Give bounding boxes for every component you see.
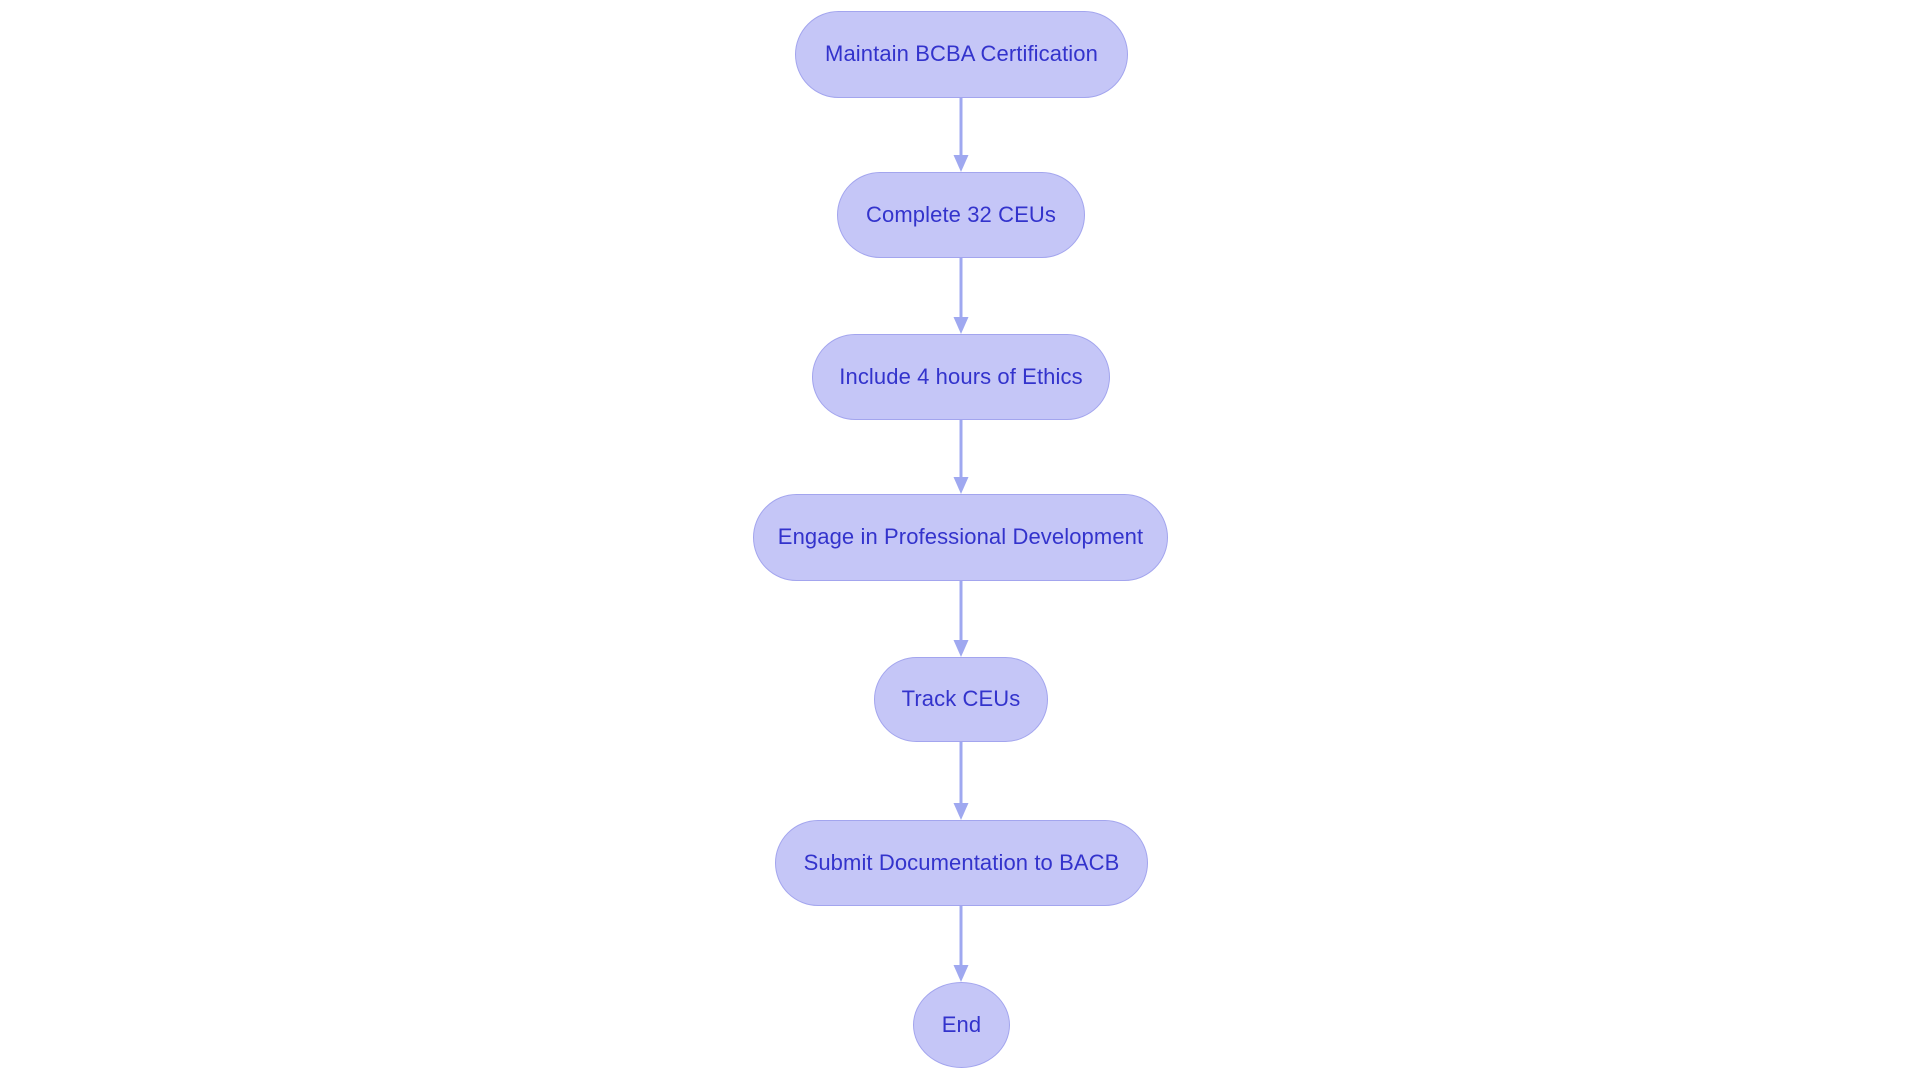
flow-node-label: Submit Documentation to BACB: [803, 849, 1120, 875]
connector-arrowhead-icon: [953, 317, 969, 334]
flow-node-label: Engage in Professional Development: [777, 524, 1144, 549]
flow-node-label: Track CEUs: [901, 686, 1021, 711]
flow-node-engage-in-professional-development[interactable]: Engage in Professional Development: [753, 494, 1168, 581]
connector-line: [959, 98, 963, 157]
flow-node-label: Complete 32 CEUs: [866, 201, 1056, 227]
flow-connector: [953, 258, 969, 334]
connector-arrowhead-icon: [953, 640, 969, 657]
flow-node-maintain-bcba-certification[interactable]: Maintain BCBA Certification: [795, 11, 1128, 98]
flow-node-include-4-hours-of-ethics[interactable]: Include 4 hours of Ethics: [812, 334, 1110, 420]
connector-line: [959, 906, 963, 967]
flow-node-complete-32-ceus[interactable]: Complete 32 CEUs: [837, 172, 1085, 258]
connector-arrowhead-icon: [953, 477, 969, 494]
flow-connector: [953, 420, 969, 494]
connector-arrowhead-icon: [953, 155, 969, 172]
flow-connector: [953, 742, 969, 820]
flow-node-label: Include 4 hours of Ethics: [839, 363, 1083, 389]
flow-node-label: End: [941, 1011, 982, 1037]
connector-line: [959, 258, 963, 319]
flow-connector: [953, 98, 969, 172]
flow-node-submit-documentation-to-bacb[interactable]: Submit Documentation to BACB: [775, 820, 1148, 906]
flow-connector: [953, 581, 969, 657]
connector-line: [959, 420, 963, 479]
connector-arrowhead-icon: [953, 803, 969, 820]
flow-node-end[interactable]: End: [913, 982, 1010, 1068]
flow-node-label: Maintain BCBA Certification: [825, 41, 1098, 66]
connector-line: [959, 581, 963, 642]
connector-line: [959, 742, 963, 805]
flow-connector: [953, 906, 969, 982]
flow-node-track-ceus[interactable]: Track CEUs: [874, 657, 1048, 742]
connector-arrowhead-icon: [953, 965, 969, 982]
